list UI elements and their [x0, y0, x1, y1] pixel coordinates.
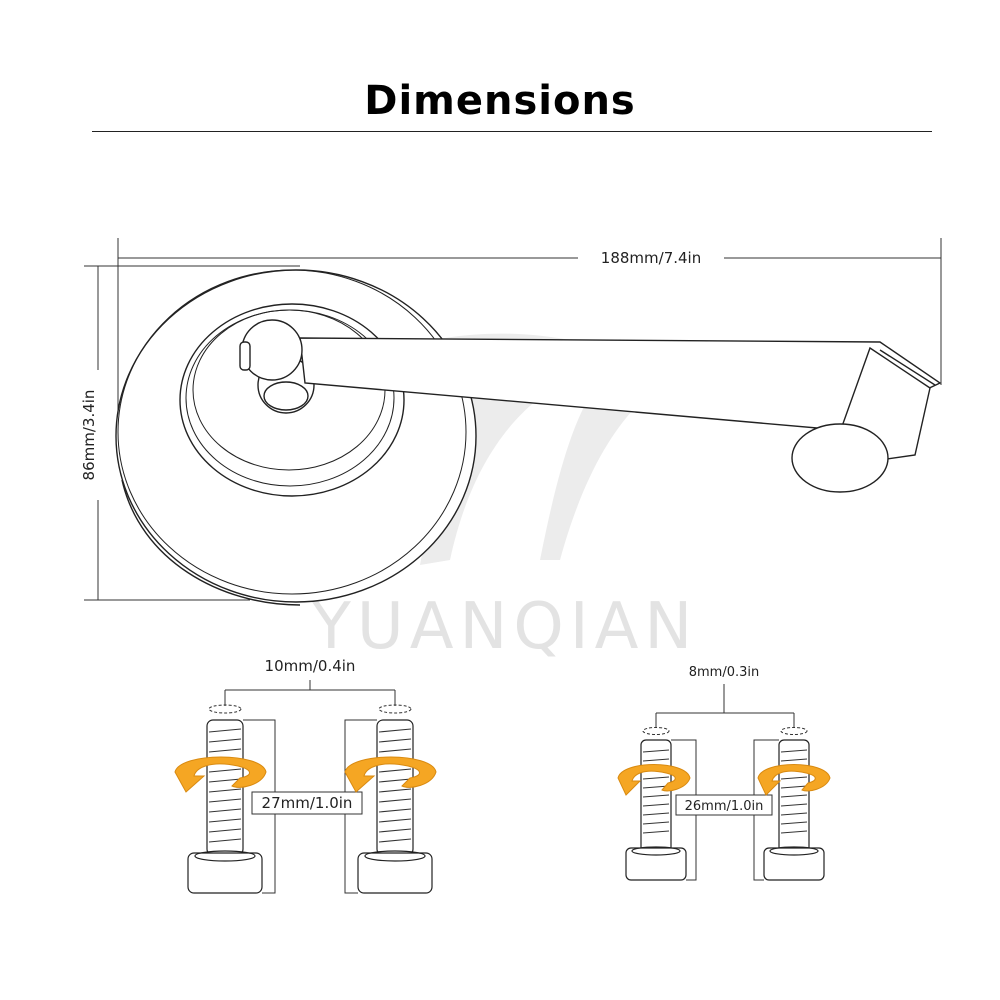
- bolt-right-length-label: 26mm/1.0in: [685, 799, 764, 814]
- mirror-height-label: 86mm/3.4in: [80, 390, 98, 481]
- watermark-text: YUANQIAN: [311, 590, 699, 664]
- bolt-pair-left: 10mm/0.4in: [174, 657, 437, 894]
- title-divider: [92, 131, 932, 132]
- bolt-left-a: [187, 719, 263, 894]
- bolt-pair-right: 8mm/0.3in 26mm/1.0in: [617, 665, 831, 881]
- page-title: Dimensions: [364, 78, 636, 124]
- rotate-arrow-icon: [617, 764, 831, 796]
- mirror-width-label: 188mm/7.4in: [601, 249, 701, 267]
- mirror-width-dimension: 188mm/7.4in: [117, 238, 942, 410]
- bolt-left-length-label: 27mm/1.0in: [262, 794, 353, 812]
- mirror-height-dimension: 86mm/3.4in: [80, 265, 300, 601]
- bolt-left-width-label: 10mm/0.4in: [265, 657, 356, 675]
- bolt-right-width-label: 8mm/0.3in: [689, 665, 760, 680]
- bolt-right-b: [763, 739, 825, 881]
- mirror-illustration: [115, 269, 942, 606]
- rotate-arrow-icon: [174, 756, 437, 793]
- bolt-left-b: [357, 719, 433, 894]
